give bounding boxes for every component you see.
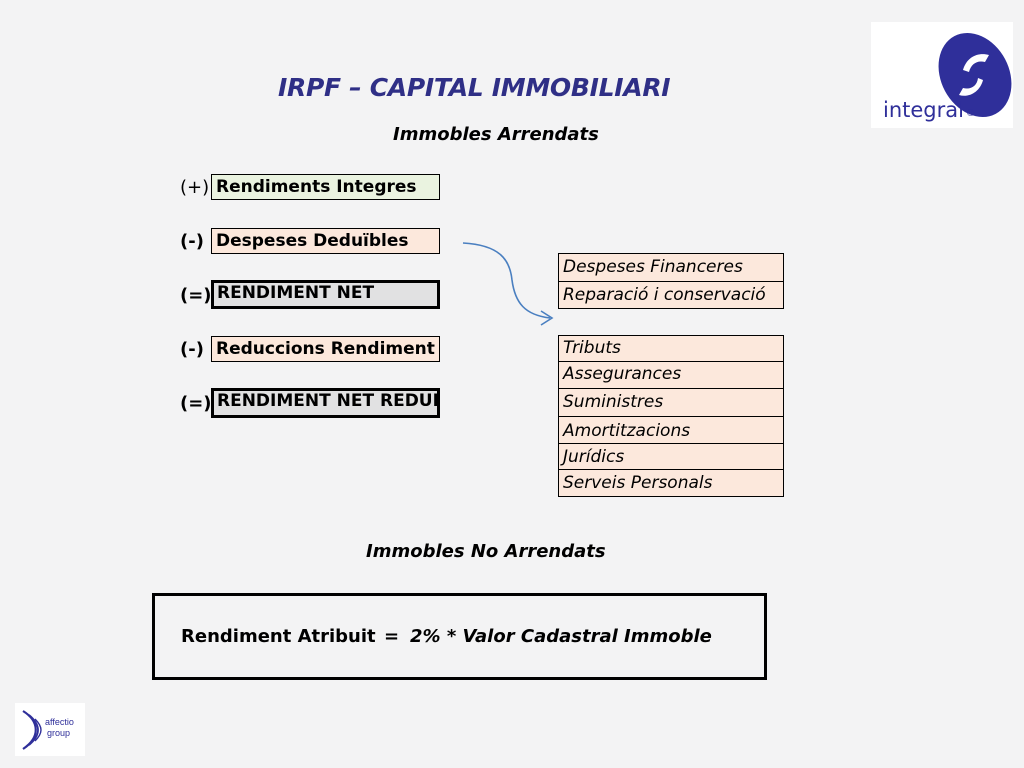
affectio-logo-subtext: group bbox=[47, 728, 71, 738]
formula-left: Rendiment Atribuit bbox=[181, 626, 376, 647]
affectio-logo: affectio group bbox=[15, 703, 85, 756]
page-title: IRPF – CAPITAL IMMOBILIARI bbox=[278, 73, 671, 102]
expense-item: Jurídics bbox=[558, 443, 784, 470]
step-sign-5: (=) bbox=[180, 393, 212, 414]
affectio-logo-text: affectio bbox=[45, 717, 74, 727]
step-sign-4: (-) bbox=[180, 339, 204, 360]
step-sign-3: (=) bbox=[180, 285, 212, 306]
step-box-rendiments-integres: Rendiments Integres bbox=[211, 174, 440, 200]
expense-item: Assegurances bbox=[558, 361, 784, 389]
registered-mark: ® bbox=[967, 108, 975, 119]
integral-logo-mark-icon bbox=[938, 32, 1012, 118]
expense-item: Despeses Financeres bbox=[558, 253, 784, 282]
expense-item: Reparació i conservació bbox=[558, 281, 784, 309]
step-sign-2: (-) bbox=[180, 231, 204, 252]
section-heading-not-rented: Immobles No Arrendats bbox=[366, 541, 606, 562]
step-box-rendiment-net-reduit: RENDIMENT NET REDUIT bbox=[211, 388, 440, 418]
formula-right: 2% * Valor Cadastral Immoble bbox=[410, 626, 712, 647]
affectio-logo-mark-icon bbox=[22, 710, 42, 750]
integral-logo: integral ® bbox=[871, 22, 1013, 128]
step-sign-1: (+) bbox=[180, 177, 210, 198]
section-heading-rented: Immobles Arrendats bbox=[393, 124, 599, 145]
step-box-reduccions-rendiment: Reduccions Rendiment bbox=[211, 336, 440, 362]
step-box-despeses-deduibles: Despeses Deduïbles bbox=[211, 228, 440, 254]
formula-box: Rendiment Atribuit = 2% * Valor Cadastra… bbox=[152, 593, 767, 680]
integral-logo-text: integral bbox=[883, 98, 964, 122]
expense-item: Suministres bbox=[558, 388, 784, 417]
step-box-rendiment-net: RENDIMENT NET bbox=[211, 280, 440, 309]
expense-item: Amortitzacions bbox=[558, 416, 784, 444]
curved-arrow-icon bbox=[462, 242, 554, 326]
expense-item: Serveis Personals bbox=[558, 469, 784, 497]
formula-equals: = bbox=[384, 626, 400, 647]
expense-item: Tributs bbox=[558, 335, 784, 362]
